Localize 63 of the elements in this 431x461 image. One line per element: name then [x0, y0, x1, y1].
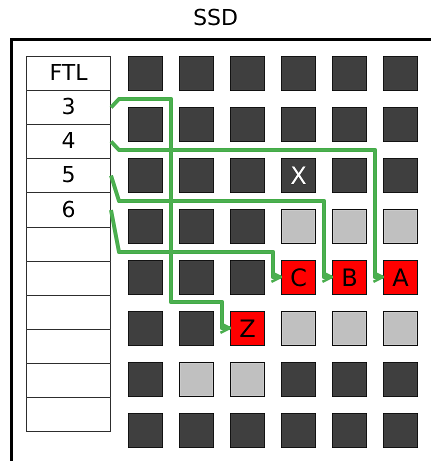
block-square — [383, 413, 418, 448]
block-square — [383, 209, 418, 244]
block-square — [179, 260, 214, 295]
table-cell — [26, 227, 111, 262]
arrow — [110, 97, 232, 334]
block-square — [383, 107, 418, 142]
block-square — [179, 413, 214, 448]
block-square — [128, 158, 163, 193]
block-square — [128, 56, 163, 91]
block-square — [230, 158, 265, 193]
block-square — [230, 260, 265, 295]
block-square — [179, 311, 214, 346]
block-square — [128, 209, 163, 244]
block-square — [179, 56, 214, 91]
block-square — [230, 413, 265, 448]
block-square — [179, 107, 214, 142]
block-square — [332, 107, 367, 142]
table-cell: 5 — [26, 158, 111, 193]
ssd-title: SSD — [192, 6, 239, 32]
block-square — [332, 56, 367, 91]
table-cell: FTL — [26, 56, 111, 91]
block-square — [128, 311, 163, 346]
block-square — [230, 209, 265, 244]
arrow — [110, 140, 384, 284]
block-square: C — [281, 260, 316, 295]
table-cell — [26, 397, 111, 432]
block-square — [128, 260, 163, 295]
block-square — [281, 107, 316, 142]
block-square — [383, 311, 418, 346]
table-cell — [26, 363, 111, 398]
block-square — [128, 413, 163, 448]
block-square: A — [383, 260, 418, 295]
table-cell — [26, 329, 111, 364]
block-square — [332, 413, 367, 448]
block-square — [128, 107, 163, 142]
table-cell: 4 — [26, 124, 111, 159]
block-square: Z — [230, 311, 265, 346]
block-square — [281, 413, 316, 448]
arrow — [109, 210, 282, 284]
table-cell — [26, 261, 111, 296]
block-square — [383, 362, 418, 397]
block-square — [281, 311, 316, 346]
block-square — [128, 362, 163, 397]
table-cell — [26, 295, 111, 330]
block-square: X — [281, 158, 316, 193]
table-cell: 6 — [26, 192, 111, 228]
block-square — [179, 158, 214, 193]
block-square — [383, 56, 418, 91]
block-square — [332, 311, 367, 346]
block-square — [332, 158, 367, 193]
block-square — [179, 362, 214, 397]
block-square: B — [332, 260, 367, 295]
block-square — [230, 362, 265, 397]
block-square — [179, 209, 214, 244]
table-cell: 3 — [26, 90, 111, 125]
block-square — [281, 209, 316, 244]
block-square — [332, 362, 367, 397]
block-square — [230, 107, 265, 142]
block-square — [281, 56, 316, 91]
block-square — [332, 209, 367, 244]
block-square — [281, 362, 316, 397]
block-square — [383, 158, 418, 193]
block-square — [230, 56, 265, 91]
